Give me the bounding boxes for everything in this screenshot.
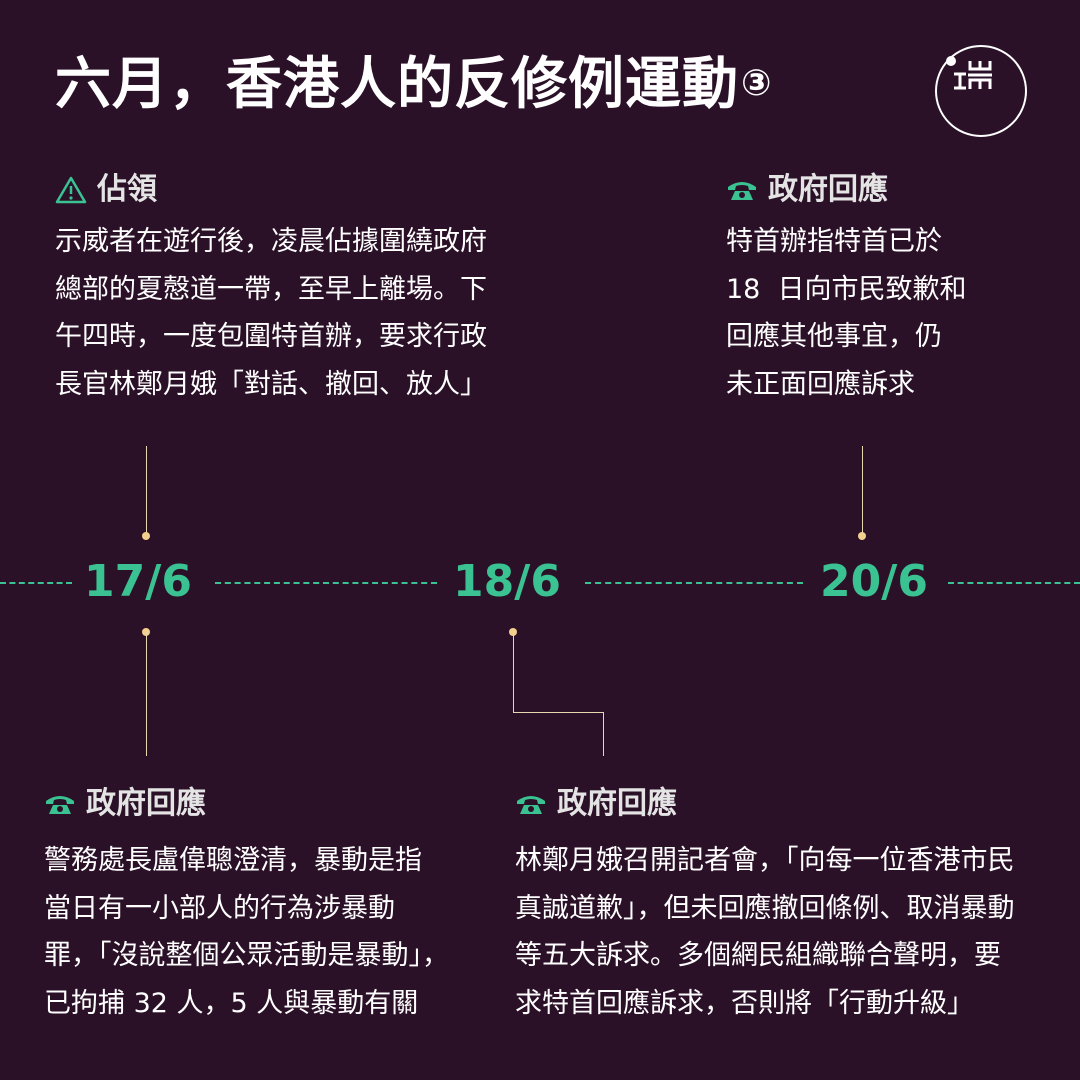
initium-logo-icon — [935, 45, 1027, 137]
response-18-line: 等五大訴求。多個網民組織聯合聲明，要 — [515, 940, 1001, 971]
response-17-line: 當日有一小部人的行為涉暴動 — [44, 892, 395, 924]
response-17-line: 警務處長盧偉聰澄清，暴動是指 — [44, 845, 422, 876]
occupy-line: 長官林鄭月娥「對話、撤回、放人」 — [55, 368, 487, 400]
response-20-body: 特首辦指特首已於 18 日向市民致歉和 回應其他事宜，仍 未正面回應訴求 — [726, 218, 967, 408]
occupy-line: 總部的夏慤道一帶，至早上離場。下 — [55, 273, 487, 305]
connector-line — [146, 446, 147, 536]
response-20-heading-label: 政府回應 — [768, 172, 888, 207]
connector-line — [146, 632, 147, 756]
response-20-line: 18 日向市民致歉和 — [726, 273, 967, 305]
connector-dot — [858, 532, 866, 540]
title-text: 六月，香港人的反修例運動 — [55, 52, 739, 117]
timeline-dash — [585, 582, 803, 584]
title-number: ③ — [741, 63, 773, 104]
response-20-line: 未正面回應訴求 — [726, 368, 915, 400]
response-20-heading: 政府回應 — [726, 170, 888, 210]
connector-line — [603, 712, 604, 756]
response-18-line: 求特首回應訴求，否則將「行動升級」 — [515, 987, 974, 1019]
occupy-heading-label: 佔領 — [97, 172, 157, 207]
response-20-line: 回應其他事宜，仍 — [726, 321, 942, 352]
timeline-dash — [0, 582, 72, 584]
response-17-line: 已拘捕 32 人，5 人與暴動有關 — [44, 987, 419, 1019]
telephone-icon — [515, 792, 547, 816]
timeline-dash — [215, 582, 437, 584]
date-label-20: 20/6 — [820, 556, 928, 607]
response-18-line: 林鄭月娥召開記者會，「向每一位香港市民 — [515, 845, 1015, 876]
response-18-line: 真誠道歉」，但未回應撤回條例、取消暴動 — [515, 892, 1015, 924]
telephone-icon — [726, 178, 758, 202]
connector-line — [513, 632, 514, 713]
response-17-body: 警務處長盧偉聰澄清，暴動是指 當日有一小部人的行為涉暴動 罪，「沒說整個公眾活動… — [44, 837, 449, 1027]
timeline-dash — [948, 582, 1080, 584]
date-label-17: 17/6 — [84, 556, 192, 607]
response-18-heading-label: 政府回應 — [557, 786, 677, 821]
occupy-line: 示威者在遊行後，凌晨佔據圍繞政府 — [55, 226, 487, 257]
telephone-icon — [44, 792, 76, 816]
response-17-heading-label: 政府回應 — [86, 786, 206, 821]
page-title: 六月，香港人的反修例運動③ — [55, 42, 772, 127]
response-17-line: 罪，「沒說整個公眾活動是暴動」， — [44, 940, 449, 971]
occupy-line: 午四時，一度包圍特首辦，要求行政 — [55, 321, 487, 352]
response-17-heading: 政府回應 — [44, 784, 206, 824]
warning-icon — [55, 175, 87, 205]
date-label-18: 18/6 — [453, 556, 561, 607]
connector-line — [513, 712, 604, 713]
occupy-heading: 佔領 — [55, 170, 157, 210]
response-18-heading: 政府回應 — [515, 784, 677, 824]
connector-dot — [142, 532, 150, 540]
occupy-body: 示威者在遊行後，凌晨佔據圍繞政府 總部的夏慤道一帶，至早上離場。下 午四時，一度… — [55, 218, 487, 408]
response-20-line: 特首辦指特首已於 — [726, 226, 942, 257]
connector-line — [862, 446, 863, 536]
response-18-body: 林鄭月娥召開記者會，「向每一位香港市民 真誠道歉」，但未回應撤回條例、取消暴動 … — [515, 837, 1015, 1027]
